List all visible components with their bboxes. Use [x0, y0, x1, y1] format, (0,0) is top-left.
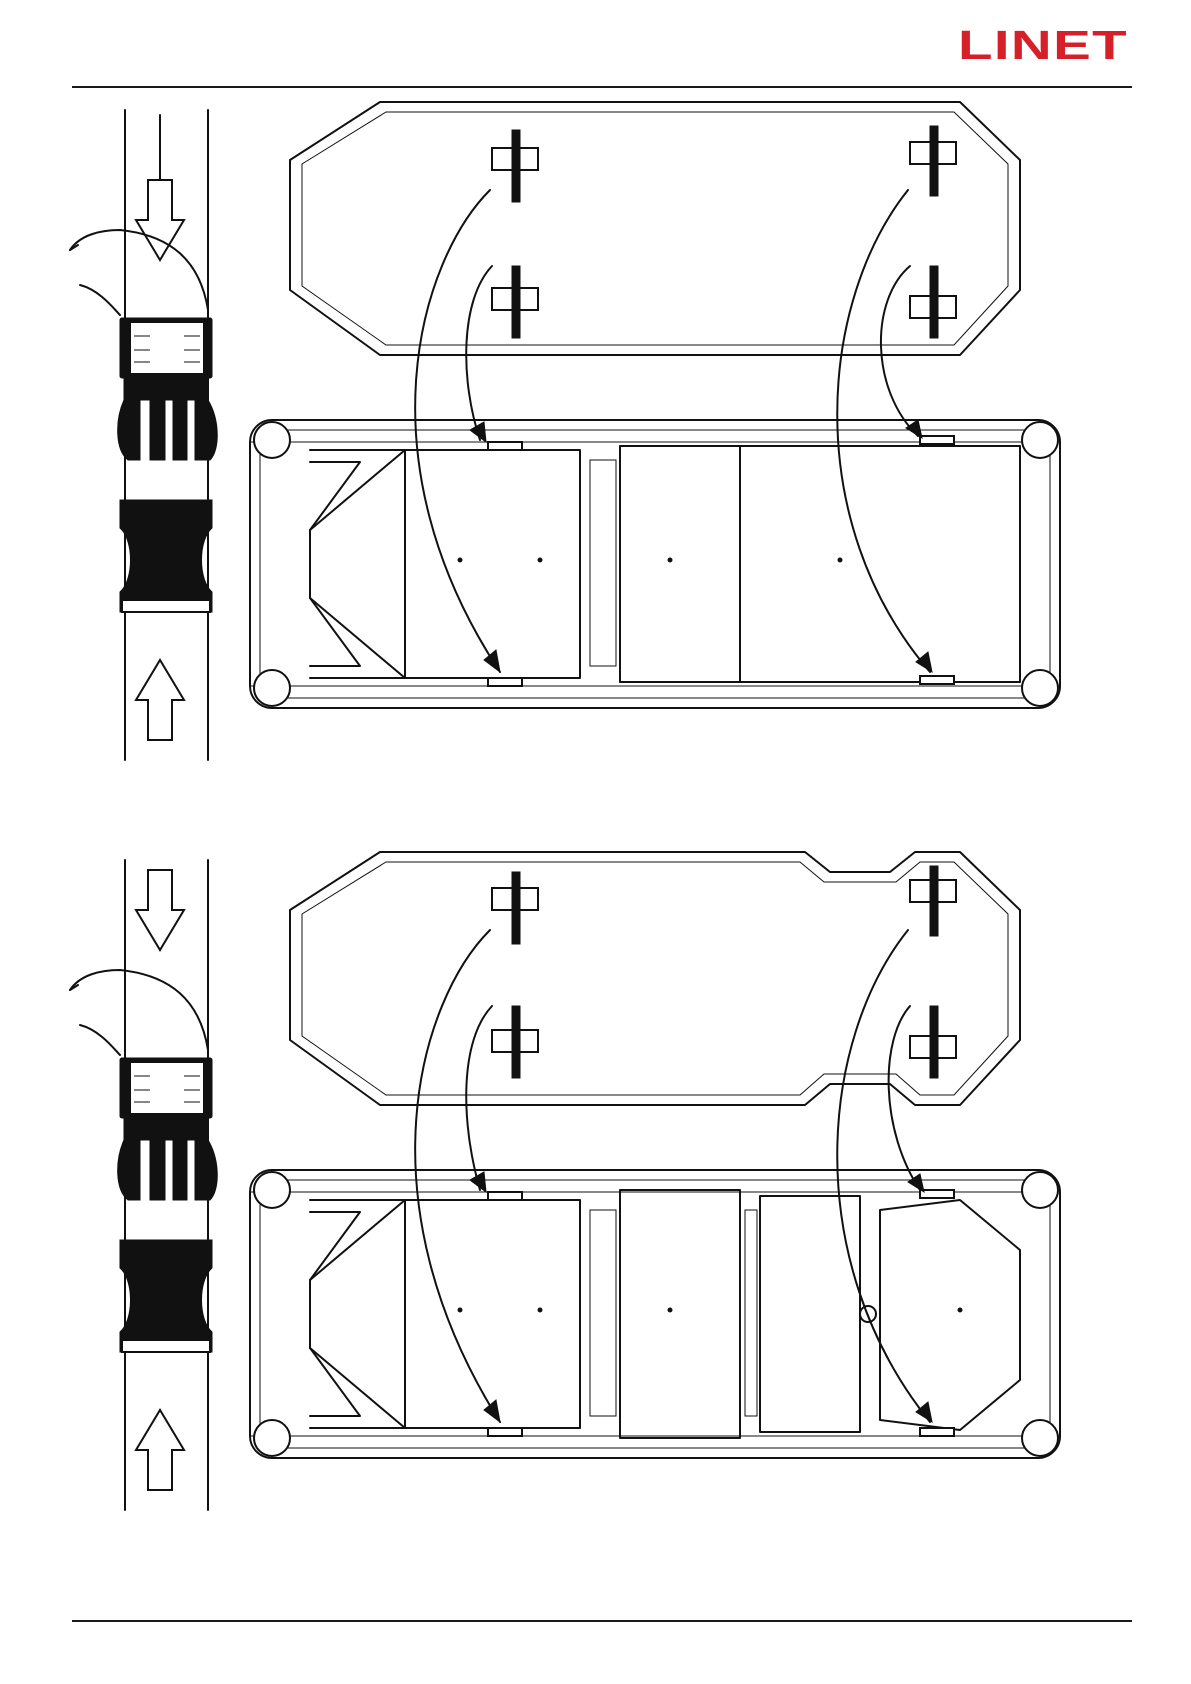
linet-logo: LINET [958, 26, 1130, 60]
linet-logo-text: LINET [958, 26, 1128, 60]
mattress-icon [290, 852, 1020, 1105]
buckle-strap-icon [70, 860, 217, 1510]
mattress-strap-icon [492, 866, 956, 1078]
bed-frame-icon [250, 420, 1060, 708]
mattress-attachment-figure-2 [60, 850, 1140, 1540]
arrow-icon [415, 930, 932, 1422]
buckle-strap-icon [70, 110, 217, 760]
footer-rule [72, 1620, 1132, 1622]
arrow-icon [415, 190, 932, 672]
header-rule [72, 86, 1132, 88]
bed-frame-icon [250, 1170, 1060, 1458]
mattress-icon [290, 102, 1020, 355]
mattress-attachment-figure-1 [60, 100, 1140, 780]
